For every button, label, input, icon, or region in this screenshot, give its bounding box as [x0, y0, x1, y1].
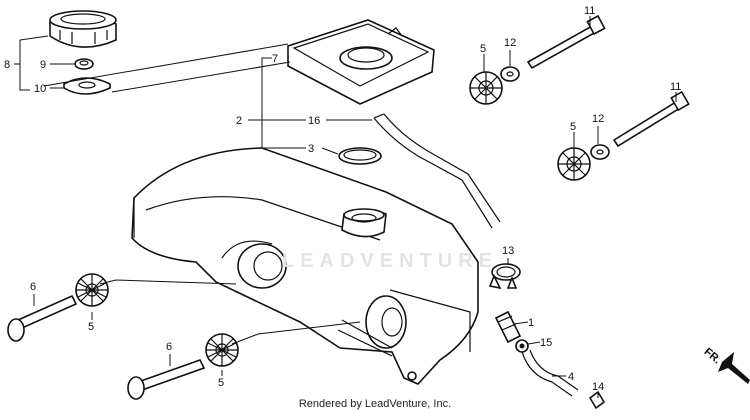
cushion-5-middle[interactable] — [557, 147, 591, 181]
callout-6-center: 6 — [166, 341, 172, 353]
callout-8: 8 — [4, 59, 10, 71]
fuel-cock[interactable] — [494, 310, 522, 344]
callout-11-middle: 11 — [670, 81, 681, 93]
o-ring[interactable] — [338, 147, 382, 165]
callout-6-left: 6 — [30, 281, 36, 293]
callout-1: 1 — [528, 317, 534, 329]
callout-15: 15 — [540, 337, 552, 349]
fuel-cap[interactable] — [49, 10, 117, 48]
cushion-5-upper[interactable] — [469, 71, 503, 105]
fuel-strainer[interactable] — [287, 19, 435, 105]
callout-5-middle: 5 — [570, 121, 576, 133]
callout-3: 3 — [308, 143, 314, 155]
footer-credit: Rendered by LeadVenture, Inc. — [298, 398, 452, 410]
callout-5-upper: 5 — [480, 43, 486, 55]
callout-14: 14 — [592, 381, 604, 393]
tube-clip-14[interactable] — [588, 390, 606, 410]
callout-12-upper: 12 — [504, 37, 516, 49]
cushion-5-left[interactable] — [75, 273, 109, 307]
callout-2: 2 — [236, 115, 242, 127]
bolt-6-left[interactable] — [7, 294, 78, 342]
callout-4: 4 — [568, 371, 574, 383]
front-arrow-icon — [718, 352, 750, 384]
leader-lines — [14, 16, 677, 398]
fuel-tube-16[interactable] — [373, 113, 501, 229]
callout-5-left: 5 — [88, 321, 94, 333]
tube-clamp[interactable] — [488, 263, 521, 290]
callout-9: 9 — [40, 59, 46, 71]
bolt-6-center[interactable] — [127, 359, 206, 400]
callout-5-center: 5 — [218, 377, 224, 389]
callout-10: 10 — [34, 83, 46, 95]
bolt-11-middle[interactable] — [612, 90, 690, 148]
washer-12-upper[interactable] — [500, 66, 520, 82]
cap-gasket-small[interactable] — [74, 58, 94, 70]
cap-gasket-large[interactable] — [63, 77, 111, 95]
callout-13: 13 — [502, 245, 514, 257]
callout-7: 7 — [272, 53, 278, 65]
fuel-cock-joint[interactable] — [515, 339, 529, 353]
cushion-5-center[interactable] — [205, 333, 239, 367]
callout-16: 16 — [308, 115, 320, 127]
callout-11-upper: 11 — [584, 5, 595, 17]
fuel-tank[interactable] — [131, 147, 479, 385]
front-marker-label: FR. — [702, 346, 723, 367]
callout-12-middle: 12 — [592, 113, 604, 125]
bolt-11-upper[interactable] — [526, 14, 606, 70]
washer-12-middle[interactable] — [590, 144, 610, 160]
watermark: LEADVENTURE — [282, 250, 499, 272]
